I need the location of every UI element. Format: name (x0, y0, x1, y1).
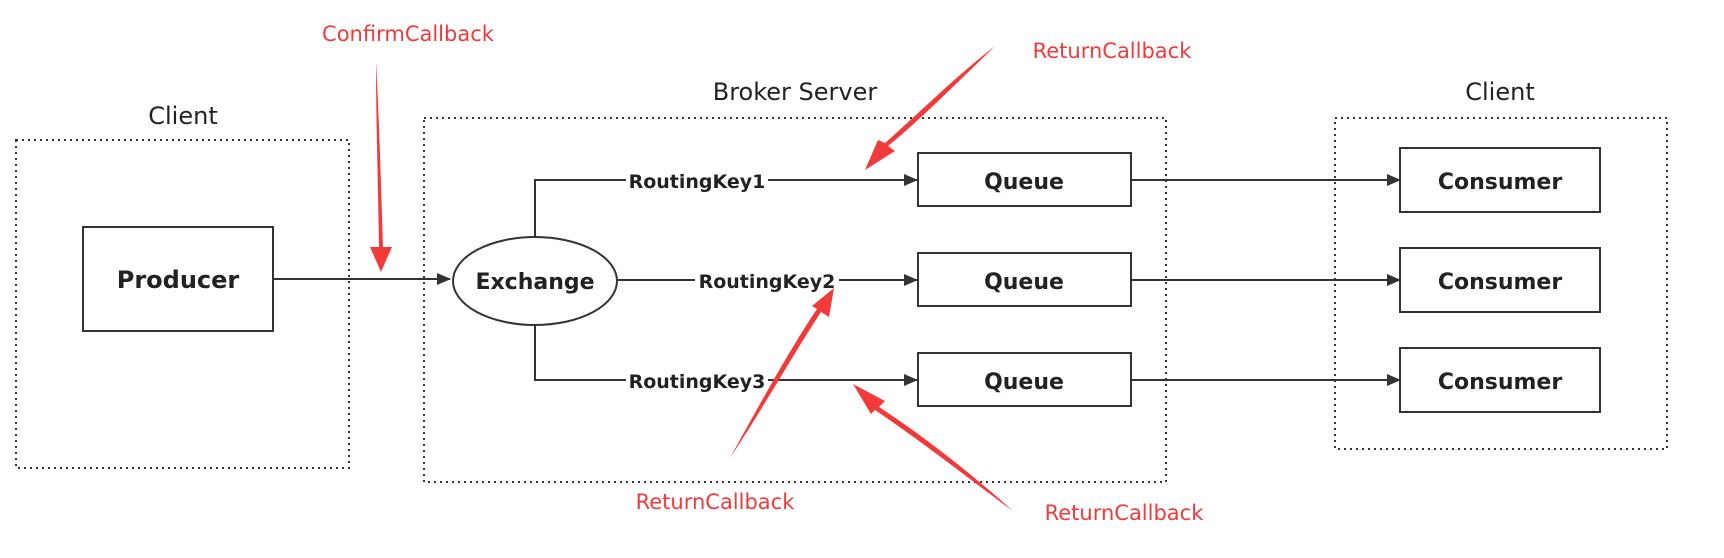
consumer-label-3: Consumer (1438, 370, 1563, 395)
routing-key-1-label: RoutingKey1 (629, 171, 766, 193)
queue-box-3 (917, 352, 1132, 407)
broker-server-group (423, 117, 1167, 483)
client-left-group (15, 139, 350, 469)
consumer-label-1: Consumer (1438, 170, 1563, 195)
routing-connector-3 (534, 325, 918, 386)
routing-key-2-bg (695, 268, 839, 292)
return-callback-bottom-right-arrow (853, 384, 1013, 511)
return-callback-top-arrow (865, 46, 995, 170)
consumer-label-2: Consumer (1438, 270, 1563, 295)
return-callback-bottom-right-label: ReturnCallback (1045, 501, 1205, 525)
consumer-box-3 (1399, 347, 1601, 413)
client-right-label: Client (1465, 78, 1534, 106)
routing-connector-1 (534, 174, 918, 237)
client-right-group (1334, 117, 1668, 450)
producer-label: Producer (117, 266, 240, 294)
queue-box-1 (917, 152, 1132, 207)
exchange-label: Exchange (475, 270, 594, 295)
queue-label-2: Queue (984, 270, 1064, 295)
queue-label-3: Queue (984, 370, 1064, 395)
consumer-box-2 (1399, 247, 1601, 313)
routing-key-3-label: RoutingKey3 (629, 371, 766, 393)
queue-label-1: Queue (984, 170, 1064, 195)
confirm-callback-arrow (370, 62, 392, 272)
return-callback-top-label: ReturnCallback (1033, 39, 1193, 63)
return-callback-bottom-left-label: ReturnCallback (636, 490, 796, 514)
consumer-box-1 (1399, 147, 1601, 213)
routing-key-3-bg (626, 368, 768, 392)
return-callback-bottom-left-arrow (730, 288, 834, 458)
confirm-callback-label: ConfirmCallback (322, 22, 495, 46)
routing-key-1-bg (626, 168, 768, 192)
broker-server-label: Broker Server (713, 78, 878, 106)
queue-box-2 (917, 252, 1132, 307)
routing-key-2-label: RoutingKey2 (699, 271, 836, 293)
client-left-label: Client (148, 102, 217, 130)
